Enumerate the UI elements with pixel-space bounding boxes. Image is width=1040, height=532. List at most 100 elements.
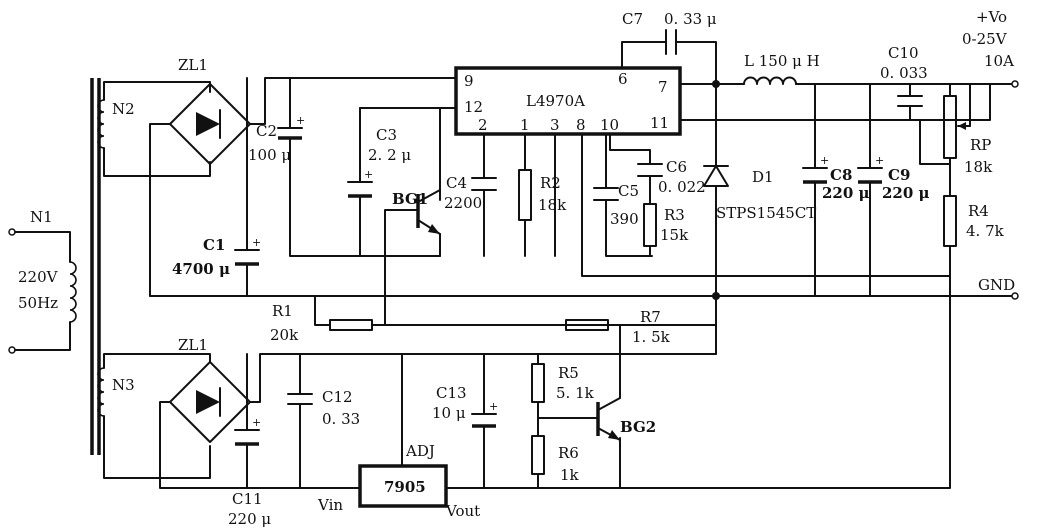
r4-ref: R4	[968, 202, 989, 220]
ic-pin-2: 2	[478, 116, 488, 134]
svg-text:+: +	[252, 416, 261, 429]
resistor-r1	[329, 319, 386, 331]
wiring	[149, 41, 1013, 489]
c2-ref: C2	[256, 122, 277, 140]
resistor-r2	[518, 169, 532, 221]
c12-value: 0. 33	[322, 410, 360, 428]
bridge-rectifier-top	[149, 77, 457, 297]
regulator-name: 7905	[384, 478, 426, 496]
c7-value: 0. 33 μ	[664, 10, 717, 28]
regulator-vin: Vin	[317, 496, 343, 514]
capacitor-c10	[897, 95, 923, 107]
ic-pin-12: 12	[464, 98, 483, 116]
resistor-r7	[565, 319, 627, 331]
input-voltage-label: 220V	[18, 268, 59, 286]
capacitor-c3: +	[347, 168, 373, 198]
svg-text:+: +	[252, 236, 261, 249]
bg1-label: BG1	[392, 190, 428, 208]
svg-text:+: +	[364, 168, 373, 181]
potentiometer-rp	[943, 83, 971, 159]
c1-ref: C1	[203, 236, 225, 254]
c9-value: 220 μ	[882, 184, 930, 202]
d1-ref: D1	[752, 168, 774, 186]
r7-value: 1. 5k	[632, 328, 671, 346]
regulator-vout: Vout	[445, 502, 480, 520]
output-vo-label: +Vo	[976, 8, 1007, 26]
capacitor-c9: +	[857, 154, 884, 184]
r6-value: 1k	[560, 466, 580, 484]
capacitor-c13: +	[471, 400, 498, 428]
c9-ref: C9	[888, 166, 910, 184]
resistor-r5	[531, 363, 545, 403]
r1-value: 20k	[270, 326, 299, 344]
c6-value: 0. 022	[658, 178, 706, 196]
ic-pin-6: 6	[618, 70, 628, 88]
n3-label: N3	[112, 376, 135, 394]
ic-pin-10: 10	[600, 116, 619, 134]
capacitor-c2: +	[277, 114, 305, 140]
transformer-secondary-n3	[97, 353, 211, 479]
junction-dots	[712, 80, 720, 300]
rp-value: 18k	[964, 158, 993, 176]
svg-text:+: +	[820, 154, 829, 167]
output-terminals	[1011, 80, 1019, 300]
ic-pin-9: 9	[464, 72, 474, 90]
r3-ref: R3	[664, 206, 685, 224]
ic-l4970a	[454, 66, 682, 136]
capacitor-c8: +	[802, 154, 829, 184]
inductor-l	[743, 76, 797, 85]
transistor-bg2	[596, 397, 621, 441]
resistor-r6	[531, 435, 545, 475]
ic-pin-1: 1	[520, 116, 530, 134]
bg2-label: BG2	[620, 418, 656, 436]
c7-ref: C7	[622, 10, 643, 28]
capacitor-c7	[665, 29, 677, 55]
input-frequency-label: 50Hz	[18, 294, 58, 312]
c3-value: 2. 2 μ	[368, 146, 411, 164]
zl1-bottom-label: ZL1	[178, 336, 208, 354]
c6-ref: C6	[666, 158, 687, 176]
ic-name: L4970A	[526, 92, 585, 110]
n1-label: N1	[30, 208, 53, 226]
ic-pin-11: 11	[650, 114, 669, 132]
resistor-r4	[943, 195, 957, 247]
capacitor-c5	[593, 187, 619, 201]
regulator-adj: ADJ	[405, 442, 435, 460]
c11-ref: C11	[232, 490, 263, 508]
c2-value: 100 μ	[248, 146, 291, 164]
svg-text:+: +	[296, 114, 305, 127]
zl1-top-label: ZL1	[178, 56, 208, 74]
regulator-7905	[358, 464, 448, 508]
resistor-r3	[643, 203, 657, 247]
c5-ref: C5	[618, 182, 639, 200]
r5-ref: R5	[558, 364, 579, 382]
c12-ref: C12	[322, 388, 353, 406]
ic-pin-7: 7	[658, 78, 668, 96]
r2-value: 18k	[538, 196, 567, 214]
c11-value: 220 μ	[228, 510, 271, 528]
transformer-primary-n1	[69, 261, 77, 323]
rp-ref: RP	[970, 136, 991, 154]
r4-value: 4. 7k	[966, 222, 1005, 240]
r2-ref: R2	[540, 174, 561, 192]
capacitor-c12	[287, 393, 313, 405]
bridge-rectifier-bottom	[159, 353, 717, 489]
input-terminals	[8, 228, 71, 354]
r7-ref: R7	[640, 308, 661, 326]
c8-ref: C8	[830, 166, 852, 184]
inductor-label: L 150 μ H	[744, 52, 820, 70]
capacitor-c4	[471, 177, 497, 191]
c4-ref: C4	[446, 174, 467, 192]
capacitor-c11: +	[234, 416, 261, 446]
transistor-bg1	[416, 159, 441, 257]
r1-ref: R1	[272, 302, 293, 320]
c10-value: 0. 033	[880, 64, 928, 82]
ic-pin-8: 8	[576, 116, 586, 134]
svg-text:+: +	[489, 400, 498, 413]
transformer-secondary-n2	[97, 81, 211, 177]
capacitor-c6	[637, 163, 663, 177]
svg-text:+: +	[875, 154, 884, 167]
ic-pin-3: 3	[550, 116, 560, 134]
c1-value: 4700 μ	[172, 260, 230, 278]
